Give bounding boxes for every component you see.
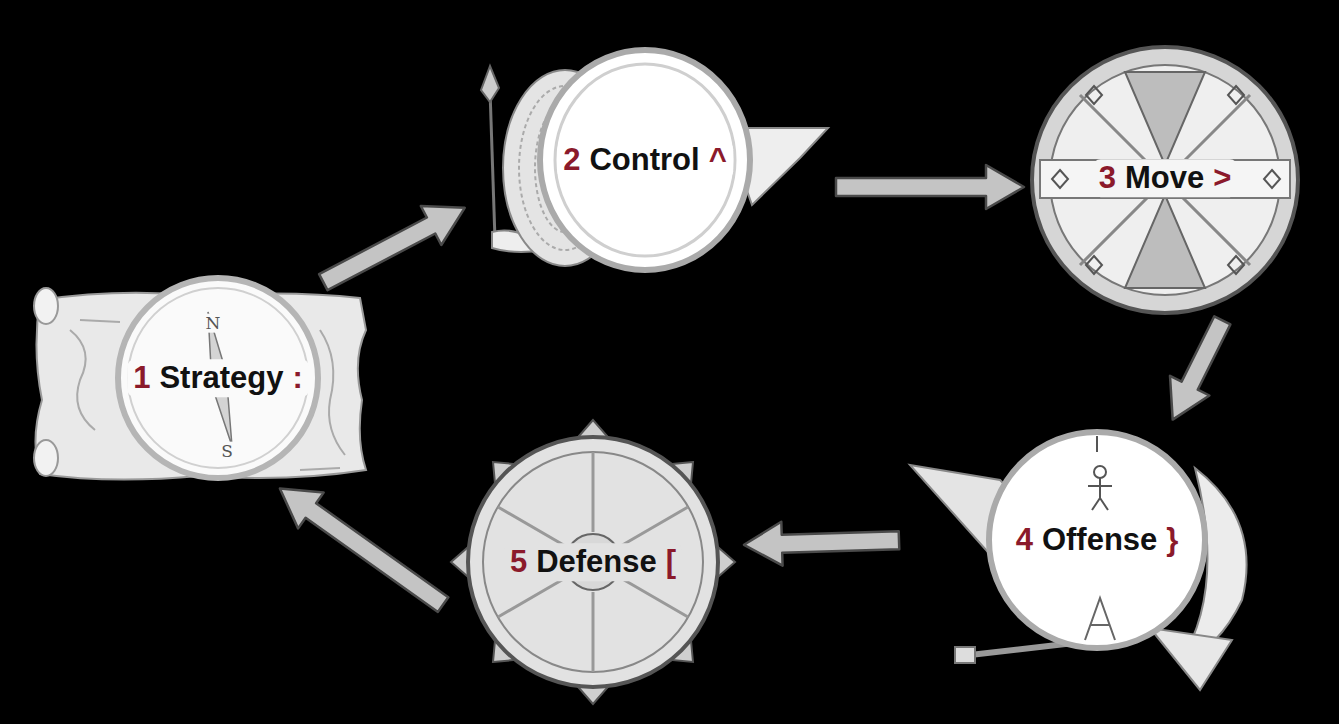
map-scroll-sketch bbox=[34, 278, 366, 480]
rocket-blade-sketch-part bbox=[955, 647, 975, 663]
step-title: Offense bbox=[1042, 522, 1157, 558]
wind-rose-sketch-part bbox=[1264, 170, 1280, 188]
rocket-blade-sketch-part bbox=[1096, 436, 1098, 452]
step-title: Move bbox=[1125, 160, 1204, 196]
spiked-shield-sketch-part bbox=[498, 452, 688, 672]
step-symbol: ^ bbox=[709, 142, 727, 178]
step-title: Control bbox=[589, 142, 699, 178]
map-scroll-sketch-part bbox=[70, 330, 95, 430]
cycle-arrow bbox=[836, 165, 1024, 209]
step-number: 1 bbox=[133, 360, 150, 396]
step-label: 2Control ^ bbox=[557, 141, 733, 179]
step-symbol: [ bbox=[666, 544, 676, 580]
cycle-arrow bbox=[1170, 316, 1230, 419]
wind-rose-sketch-part bbox=[1040, 160, 1290, 198]
wind-rose-sketch-part bbox=[1086, 256, 1102, 274]
shell-shield-sketch-part bbox=[555, 64, 735, 256]
offense-node: 4Offense} bbox=[905, 425, 1250, 695]
shell-shield-sketch-part bbox=[490, 90, 495, 240]
wind-rose-sketch-part bbox=[1228, 256, 1244, 274]
map-scroll-sketch-part bbox=[118, 278, 318, 478]
move-node: 3Move> bbox=[1030, 45, 1300, 315]
strategy-node: 1Strategy: bbox=[30, 285, 370, 485]
control-node: 2Control ^ bbox=[470, 55, 830, 280]
rocket-blade-sketch-part bbox=[1088, 478, 1112, 510]
shell-shield-sketch bbox=[481, 50, 828, 270]
wind-rose-sketch-part bbox=[1086, 86, 1102, 104]
cycle-arrow bbox=[280, 489, 448, 612]
wind-rose-sketch-part bbox=[1052, 170, 1068, 188]
step-number: 3 bbox=[1099, 160, 1116, 196]
map-scroll-sketch-part bbox=[34, 288, 58, 324]
wind-rose-sketch-part bbox=[1228, 86, 1244, 104]
wind-rose-sketch-part bbox=[1080, 95, 1250, 265]
step-label: 5Defense[ bbox=[504, 543, 682, 581]
wind-rose-sketch-part bbox=[1032, 47, 1298, 313]
cycle-arrow bbox=[744, 522, 899, 566]
step-number: 5 bbox=[510, 544, 527, 580]
wind-rose-sketch bbox=[1032, 47, 1298, 313]
map-scroll-sketch-part bbox=[128, 288, 308, 468]
step-title: Defense bbox=[536, 544, 657, 580]
step-label: 4Offense} bbox=[1010, 521, 1185, 559]
spiked-shield-sketch-part bbox=[483, 452, 703, 672]
spiked-shield-sketch bbox=[451, 420, 735, 704]
step-label: 1Strategy: bbox=[127, 359, 309, 397]
shell-shield-sketch-part bbox=[540, 50, 750, 270]
rocket-blade-sketch bbox=[910, 432, 1247, 690]
compass-letter: S bbox=[219, 442, 235, 461]
map-scroll-sketch-part bbox=[320, 330, 345, 455]
rocket-blade-sketch-part bbox=[1094, 466, 1106, 478]
spiked-shield-sketch-part bbox=[468, 437, 718, 687]
step-number: 2 bbox=[563, 142, 580, 178]
map-scroll-sketch-part bbox=[34, 440, 58, 476]
step-label: 3Move> bbox=[1093, 159, 1238, 197]
step-symbol: : bbox=[292, 360, 302, 396]
rocket-blade-sketch-part bbox=[1150, 628, 1232, 690]
step-symbol: } bbox=[1166, 522, 1178, 558]
shell-shield-sketch-part bbox=[481, 66, 499, 102]
step-number: 4 bbox=[1016, 522, 1033, 558]
rocket-blade-sketch-part bbox=[989, 432, 1205, 648]
wind-rose-sketch-part bbox=[1080, 95, 1250, 265]
step-title: Strategy bbox=[159, 360, 283, 396]
rocket-blade-sketch-part bbox=[1085, 598, 1115, 640]
step-symbol: > bbox=[1213, 160, 1231, 196]
compass-letter: N bbox=[204, 314, 223, 333]
defense-node: 5Defense[ bbox=[448, 418, 738, 708]
cycle-arrow bbox=[319, 206, 465, 290]
